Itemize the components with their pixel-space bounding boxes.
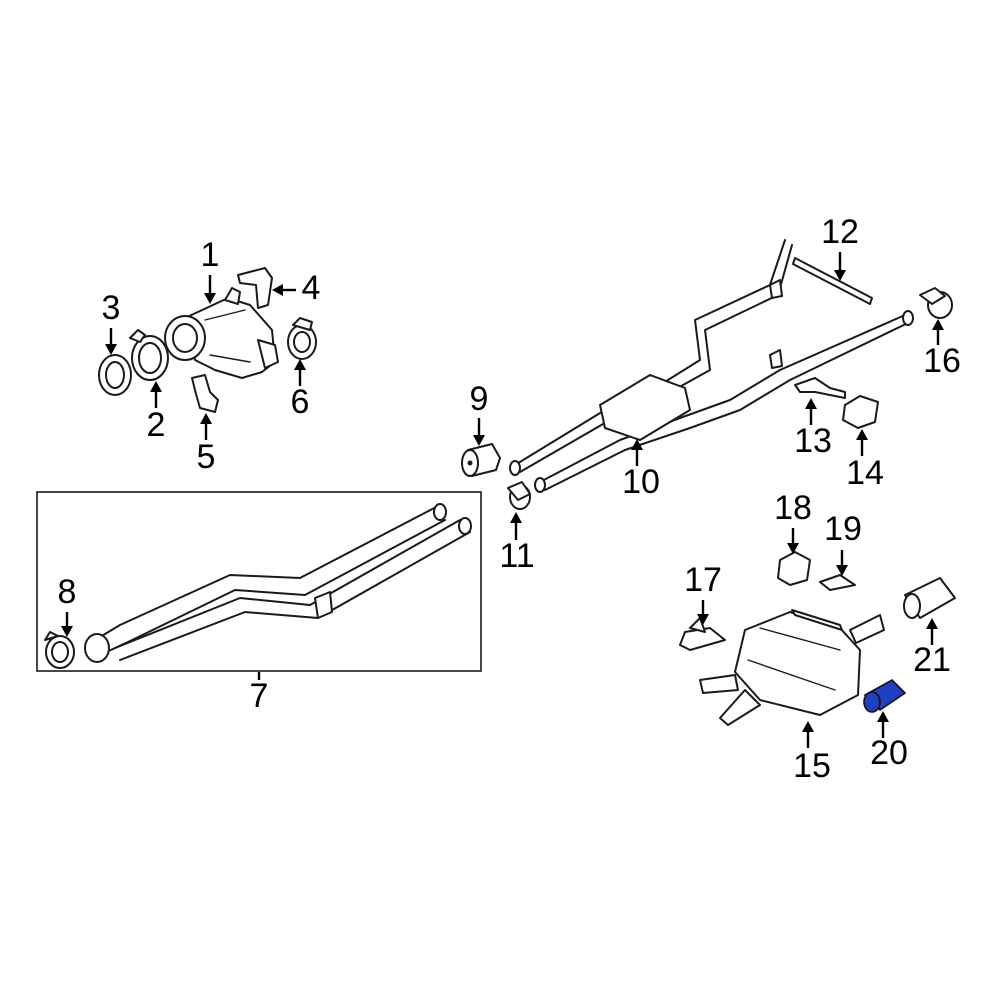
- callout-6[interactable]: 6: [291, 383, 310, 421]
- callout-11[interactable]: 11: [499, 537, 534, 575]
- part-4-bracket[interactable]: [237, 267, 273, 309]
- part-9-insulator[interactable]: [461, 443, 501, 477]
- part-2-clamp[interactable]: [129, 329, 169, 381]
- part-18-mount[interactable]: [777, 551, 811, 586]
- callout-20[interactable]: 20: [870, 734, 908, 772]
- part-19-bracket[interactable]: [819, 574, 856, 591]
- callout-10[interactable]: 10: [622, 463, 660, 501]
- callout-18[interactable]: 18: [774, 489, 812, 527]
- callout-7[interactable]: 7: [250, 677, 269, 715]
- part-5-bracket[interactable]: [191, 374, 219, 413]
- part-11-clamp[interactable]: [507, 481, 531, 510]
- callout-9[interactable]: 9: [470, 380, 489, 418]
- part-7-front-pipe[interactable]: [84, 503, 472, 663]
- part-15-rear-muffler[interactable]: [699, 609, 885, 726]
- callout-17[interactable]: 17: [684, 561, 722, 599]
- callout-21[interactable]: 21: [913, 641, 951, 679]
- part-21-exhaust-tip[interactable]: [903, 577, 956, 619]
- part-3-gasket[interactable]: [98, 354, 132, 396]
- callout-5[interactable]: 5: [197, 438, 216, 476]
- part-14-mount[interactable]: [842, 395, 879, 429]
- callout-19[interactable]: 19: [824, 510, 862, 548]
- callout-16[interactable]: 16: [923, 342, 961, 380]
- part-13-hanger[interactable]: [794, 377, 846, 399]
- callout-1[interactable]: 1: [201, 236, 220, 274]
- callout-3[interactable]: 3: [102, 289, 121, 327]
- part-17-hanger[interactable]: [679, 617, 726, 651]
- callout-14[interactable]: 14: [846, 454, 884, 492]
- part-7-group-box: [36, 491, 482, 672]
- callout-8[interactable]: 8: [58, 573, 77, 611]
- callout-13[interactable]: 13: [794, 422, 832, 460]
- callout-labels: 1 2 3 4 5 6 7 8 9 10 11 12 13 14 15 16 1…: [58, 213, 961, 785]
- callout-2[interactable]: 2: [147, 406, 166, 444]
- part-20-exhaust-tip[interactable]: [863, 679, 907, 713]
- callout-arrows: [61, 252, 944, 748]
- callout-4[interactable]: 4: [302, 269, 321, 307]
- part-6-clamp[interactable]: [287, 317, 317, 360]
- part-16-clamp[interactable]: [919, 287, 953, 319]
- part-1-catalytic-converter[interactable]: [164, 287, 279, 379]
- part-10-intermediate-pipe[interactable]: [509, 239, 914, 493]
- callout-12[interactable]: 12: [821, 213, 859, 251]
- callout-15[interactable]: 15: [793, 747, 831, 785]
- part-12-strap[interactable]: [792, 257, 873, 305]
- part-8-clamp[interactable]: [44, 631, 75, 669]
